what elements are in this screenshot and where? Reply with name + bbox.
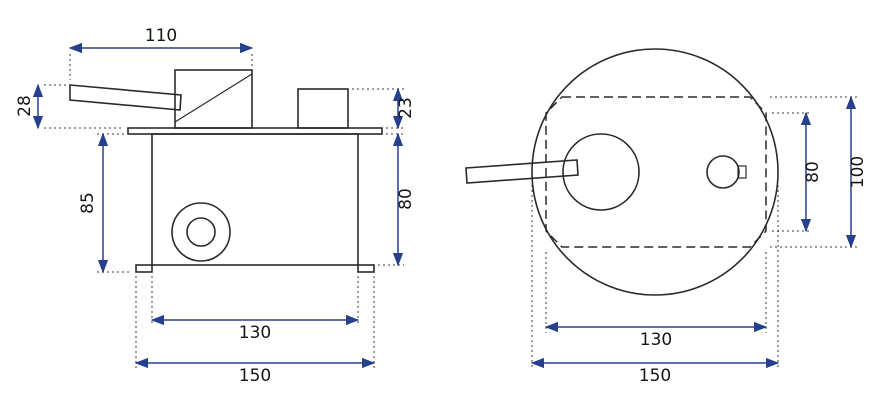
- mixer-knob: [562, 133, 640, 211]
- dim-label-body-height-right: 80: [396, 188, 416, 210]
- diverter-knob-tab: [737, 165, 747, 179]
- mixer-lever: [465, 159, 579, 184]
- dim-label-inner-height: 80: [803, 161, 823, 183]
- dim-label-overall-width: 150: [239, 366, 271, 386]
- dim-label-body-height-left: 85: [78, 192, 98, 214]
- dim-label-overall-height: 100: [848, 156, 868, 188]
- dim-label-top-width: 110: [145, 26, 177, 46]
- valve-body: [151, 133, 359, 266]
- front-view: 80 100 130 150: [465, 48, 868, 386]
- dim-label-front-inner-width: 130: [640, 330, 672, 350]
- diverter-knob: [706, 155, 740, 189]
- dim-label-knob-height: 23: [396, 97, 416, 119]
- mounting-plate: [127, 127, 383, 135]
- round-plate: [531, 48, 779, 296]
- outlet-circle-inner: [186, 217, 216, 247]
- cartridge-diagonal-line: [174, 73, 253, 123]
- dim-label-front-overall-width: 150: [639, 366, 671, 386]
- side-view: 110 28 23 85 80 130 150: [15, 26, 416, 386]
- concealed-box-dashed: [545, 96, 767, 248]
- outlet-circle-outer: [171, 202, 231, 262]
- handle-lever: [69, 84, 182, 111]
- cartridge-block: [174, 69, 253, 129]
- dim-label-inner-width: 130: [239, 323, 271, 343]
- right-flange: [357, 264, 375, 273]
- dim-label-handle-height: 28: [15, 95, 35, 117]
- diverter-knob-block: [297, 88, 349, 129]
- left-flange: [135, 264, 153, 273]
